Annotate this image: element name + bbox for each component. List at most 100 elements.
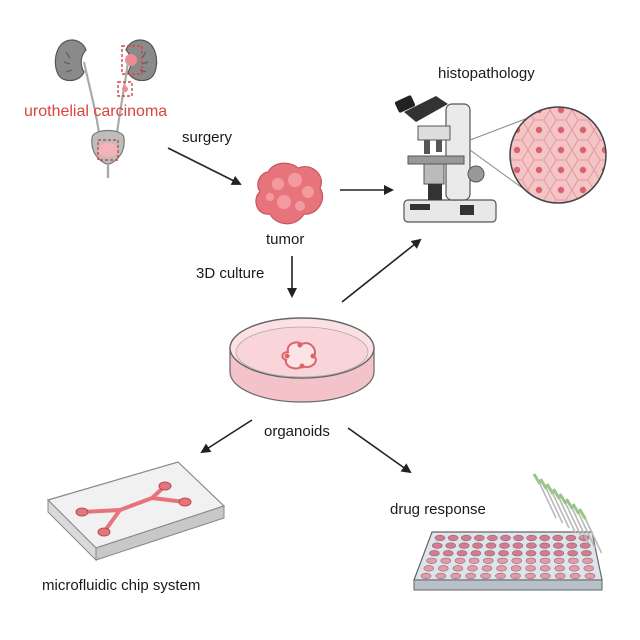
well <box>510 572 521 580</box>
well <box>511 557 523 564</box>
well <box>513 534 524 542</box>
label-urothelial-carcinoma: urothelial carcinoma <box>24 103 168 120</box>
well <box>485 542 497 549</box>
well <box>473 534 485 542</box>
pipette-tip <box>552 488 577 534</box>
well <box>458 542 470 549</box>
histopathology-zoom <box>469 106 607 204</box>
well <box>452 565 464 572</box>
label-3d-culture: 3D culture <box>196 265 265 282</box>
well <box>442 550 454 557</box>
pipette-tip <box>571 503 596 549</box>
label-drug-response: drug response <box>390 501 486 518</box>
pipette-tip <box>565 498 590 544</box>
well <box>581 550 592 557</box>
petri-dish-icon <box>229 317 375 403</box>
well <box>539 557 551 564</box>
well <box>482 557 494 564</box>
well <box>554 572 566 580</box>
well <box>420 572 432 580</box>
arrow-to-chip <box>200 419 253 454</box>
well <box>467 565 478 572</box>
well <box>440 557 452 564</box>
well <box>484 550 496 557</box>
arrow-organoids-to-microscope <box>341 238 422 303</box>
well <box>512 542 524 549</box>
well <box>454 557 466 564</box>
well <box>499 542 510 549</box>
well <box>450 572 462 580</box>
well <box>582 557 593 564</box>
well <box>456 550 468 557</box>
well <box>497 557 508 564</box>
pipette-tip <box>545 483 570 529</box>
well <box>539 565 551 572</box>
well <box>526 534 537 542</box>
microfluidic-chip-icon <box>46 461 226 562</box>
well <box>566 542 578 549</box>
pipette-tip <box>539 478 564 524</box>
well <box>552 534 564 542</box>
well <box>470 550 482 557</box>
well <box>429 550 440 557</box>
well <box>567 550 578 557</box>
well <box>510 565 522 572</box>
label-surgery: surgery <box>182 129 233 146</box>
label-histopathology: histopathology <box>438 65 535 82</box>
pipette-tip <box>558 493 583 539</box>
well <box>495 572 506 580</box>
tumor-icon <box>255 162 324 225</box>
well <box>487 534 498 542</box>
well <box>525 550 537 557</box>
urinary-system-icon <box>54 39 158 178</box>
well <box>426 557 437 564</box>
well <box>552 542 564 549</box>
well <box>579 542 591 549</box>
well <box>569 572 581 580</box>
label-microfluidic-chip-system: microfluidic chip system <box>42 577 201 594</box>
well <box>435 572 447 580</box>
well <box>437 565 449 572</box>
well <box>498 550 509 557</box>
well <box>525 572 536 580</box>
well <box>568 565 580 572</box>
well <box>525 557 537 564</box>
microscope-icon <box>394 95 497 223</box>
label-tumor: tumor <box>266 231 305 248</box>
well <box>539 534 551 542</box>
well <box>460 534 472 542</box>
multichannel-pipette-icon <box>532 473 603 554</box>
well <box>511 550 523 557</box>
well <box>539 542 551 549</box>
well <box>472 542 483 549</box>
label-organoids: organoids <box>264 423 330 440</box>
pipette-tip <box>578 508 603 554</box>
well <box>553 550 565 557</box>
well <box>553 557 565 564</box>
well <box>465 572 477 580</box>
well <box>539 550 551 557</box>
well <box>539 572 551 580</box>
well <box>481 565 493 572</box>
well-plate-icon <box>413 531 603 591</box>
well <box>423 565 435 572</box>
well <box>500 534 511 542</box>
well <box>434 534 446 542</box>
well <box>431 542 443 549</box>
well <box>584 572 596 580</box>
well <box>565 534 577 542</box>
well <box>445 542 457 549</box>
well <box>554 565 566 572</box>
arrow-surgery <box>167 147 242 185</box>
arrow-to-drug <box>347 427 412 474</box>
well <box>480 572 491 580</box>
pipette-tip <box>532 473 557 519</box>
well <box>447 534 459 542</box>
well <box>525 565 536 572</box>
well <box>568 557 579 564</box>
well <box>583 565 595 572</box>
arrows <box>167 147 422 474</box>
well <box>468 557 480 564</box>
well <box>526 542 537 549</box>
